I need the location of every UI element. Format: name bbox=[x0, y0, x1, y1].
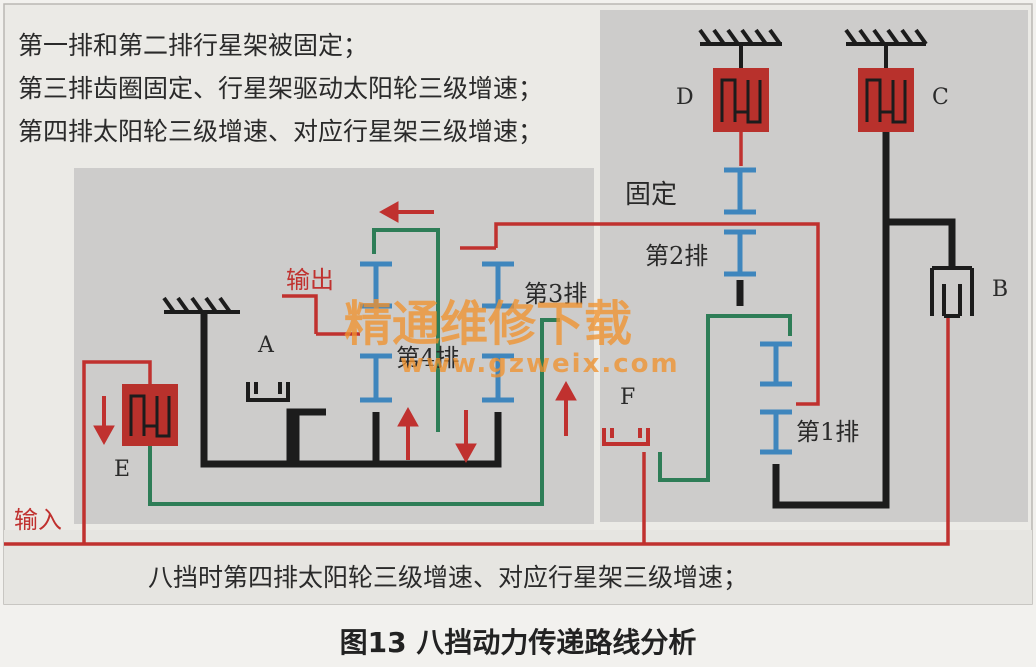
red-power-lines bbox=[4, 132, 950, 546]
ground-symbol-c bbox=[844, 28, 928, 68]
watermark-url: www.gzweix.com bbox=[400, 349, 680, 379]
arrow-output-left bbox=[378, 201, 434, 223]
green-lines bbox=[148, 228, 792, 506]
label-e: E bbox=[114, 457, 130, 482]
gearset-row-1 bbox=[760, 341, 792, 455]
gearset-row-4 bbox=[360, 261, 392, 403]
clutch-f bbox=[602, 428, 650, 446]
label-output: 输出 bbox=[286, 266, 334, 294]
arrow-up-right bbox=[555, 380, 577, 436]
arrow-up-row4 bbox=[397, 406, 419, 460]
note-line-3: 第四排太阳轮三级增速、对应行星架三级增速； bbox=[18, 117, 543, 146]
brake-c bbox=[858, 68, 914, 132]
label-d: D bbox=[676, 85, 694, 110]
brake-e bbox=[122, 384, 178, 446]
label-row-3: 第3排 bbox=[524, 280, 587, 308]
bottom-note: 八挡时第四排太阳轮三级增速、对应行星架三级增速； bbox=[148, 563, 748, 592]
label-row-1: 第1排 bbox=[796, 418, 859, 446]
label-fixed: 固定 bbox=[625, 180, 677, 210]
label-row-2: 第2排 bbox=[645, 242, 708, 270]
gearset-row-3 bbox=[482, 261, 514, 403]
figure-caption: 图13 八挡动力传递路线分析 bbox=[340, 626, 697, 659]
flow-arrows bbox=[93, 201, 577, 464]
clutch-b bbox=[930, 266, 974, 318]
watermark-title: 精通维修下载 bbox=[344, 296, 632, 352]
ground-symbol-d bbox=[698, 28, 782, 68]
brake-d bbox=[713, 68, 769, 132]
gearset-row-2 bbox=[724, 167, 756, 277]
label-row-4: 第4排 bbox=[396, 344, 459, 372]
note-line-1: 第一排和第二排行星架被固定； bbox=[18, 31, 368, 60]
label-c: C bbox=[932, 85, 949, 110]
arrow-down-e bbox=[93, 396, 115, 446]
label-b: B bbox=[992, 277, 1008, 302]
label-a: A bbox=[257, 333, 275, 358]
label-input: 输入 bbox=[14, 506, 62, 534]
arrow-down-row3 bbox=[455, 410, 477, 464]
black-shafts bbox=[200, 132, 956, 509]
note-line-2: 第三排齿圈固定、行星架驱动太阳轮三级增速； bbox=[18, 74, 543, 103]
label-f: F bbox=[620, 385, 635, 410]
clutch-a bbox=[246, 382, 290, 402]
